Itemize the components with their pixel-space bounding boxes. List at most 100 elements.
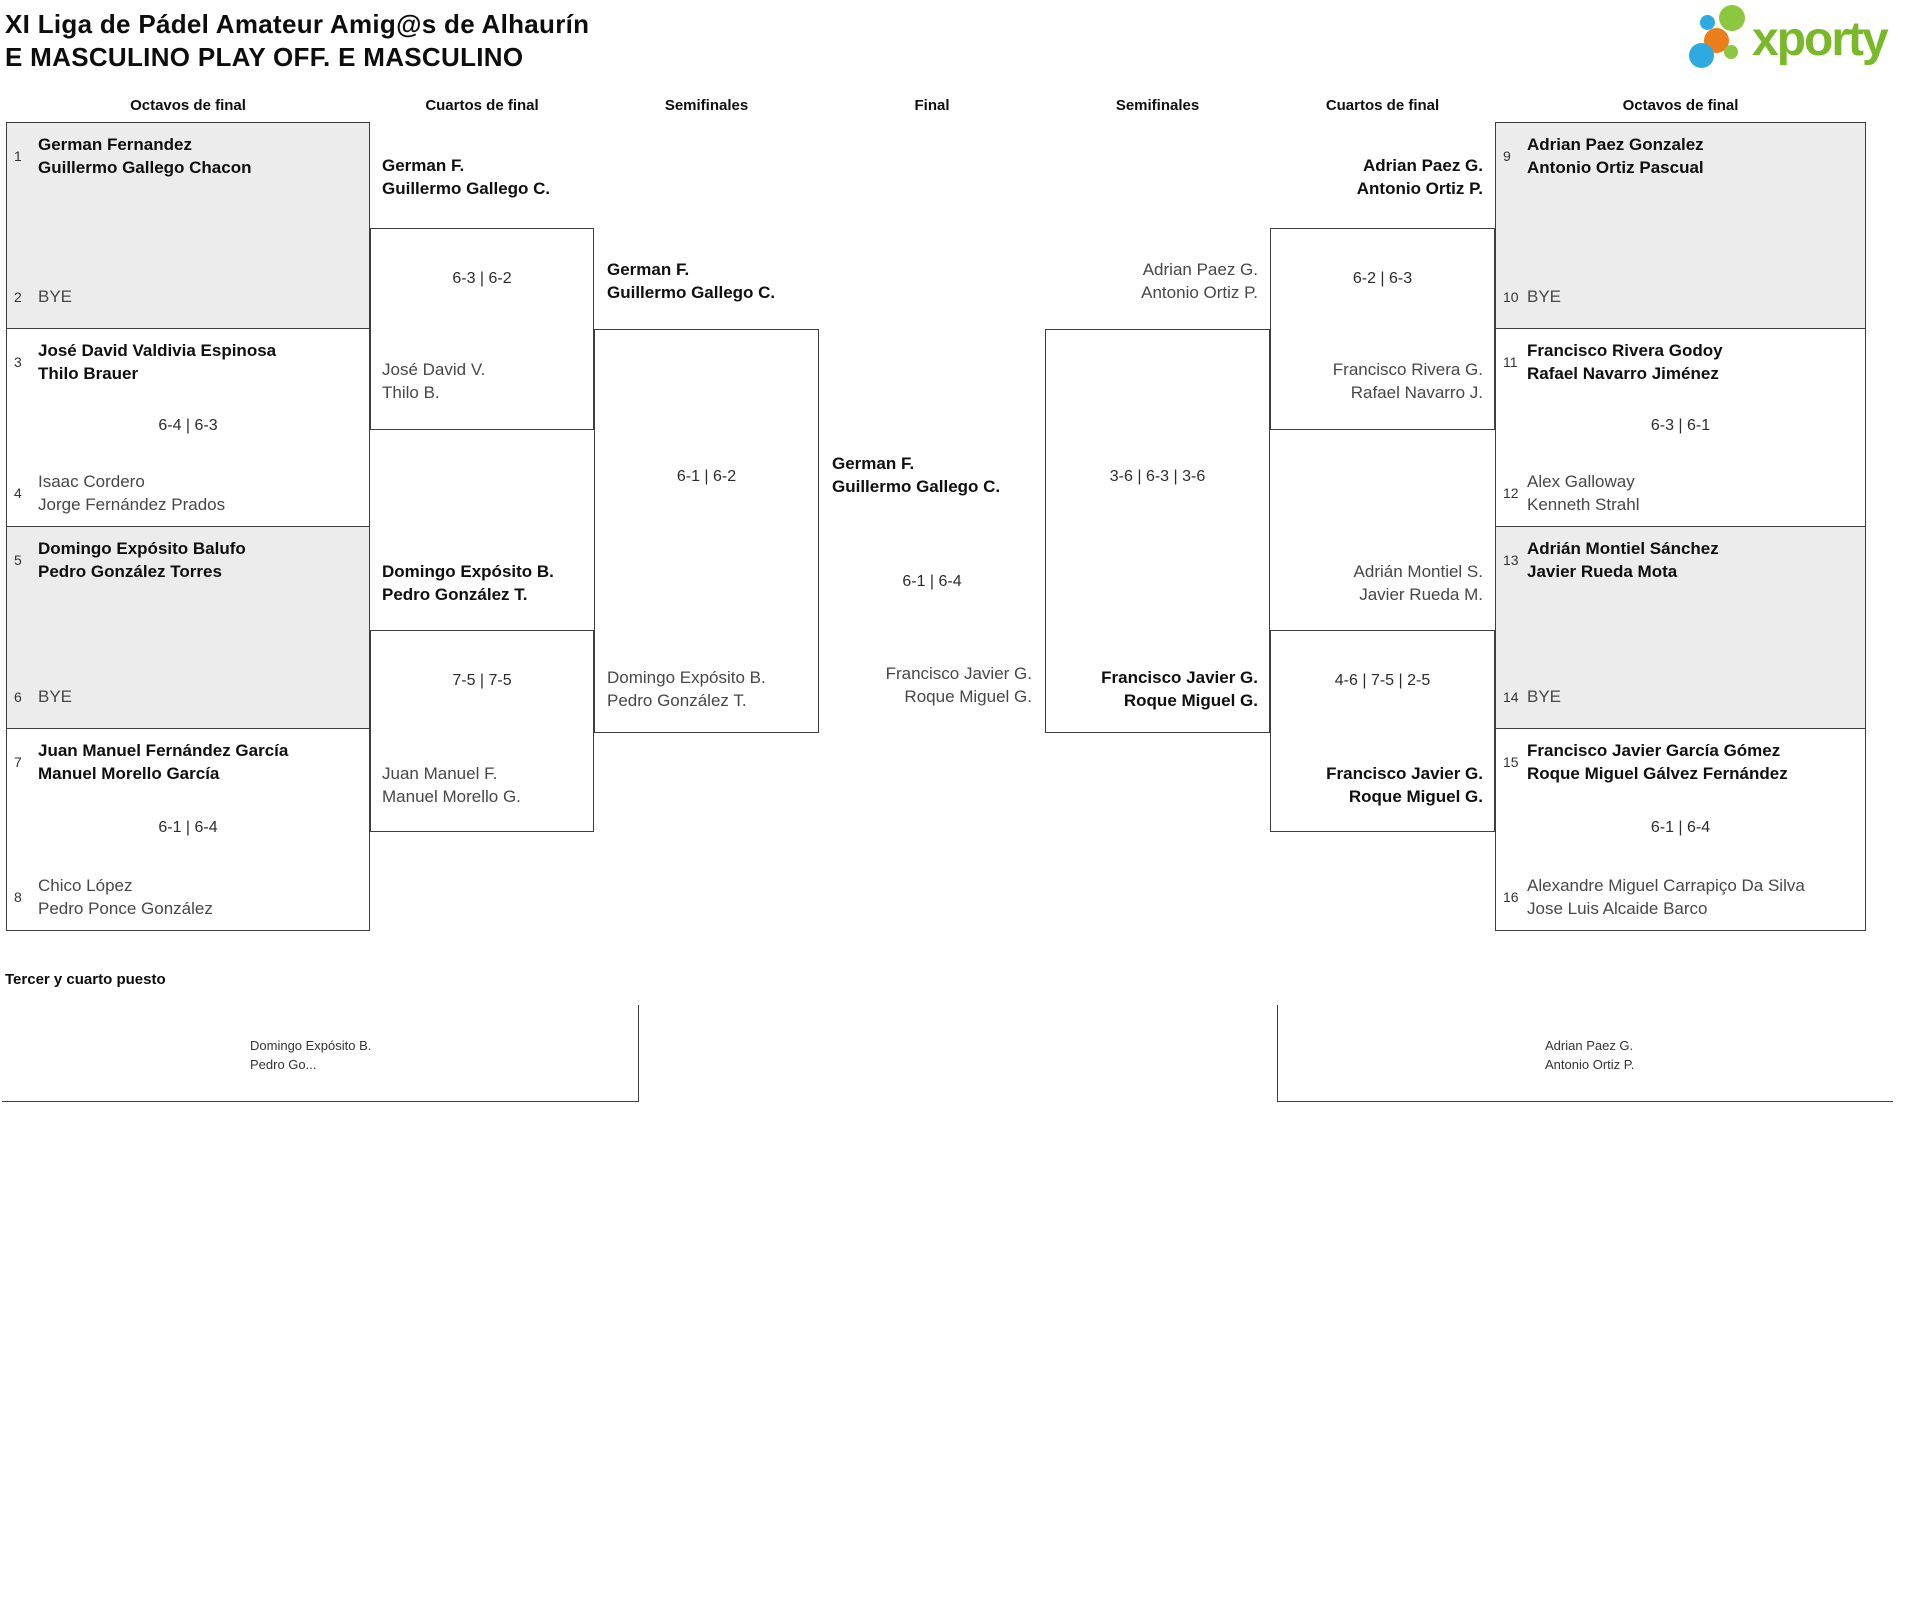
match-box-15-16[interactable]: 15 Francisco Javier García Gómez Roque M… [1495, 728, 1866, 931]
seed-number: 1 [14, 148, 22, 164]
round-header-octavos-right: Octavos de final [1622, 97, 1739, 114]
seed-number: 14 [1503, 688, 1519, 705]
final-runner-up-label: Francisco Javier G. Roque Miguel G. [885, 664, 1032, 706]
match-box-11-12[interactable]: 11 Francisco Rivera Godoy Rafael Navarro… [1495, 328, 1866, 527]
team-names: Alex Galloway Kenneth Strahl [1527, 472, 1640, 514]
team-names: BYE [38, 287, 73, 306]
seed-number: 11 [1503, 354, 1518, 370]
sf-right-winner-label: Francisco Javier G. Roque Miguel G. [1101, 668, 1258, 710]
team-entry: 7 Juan Manuel Fernández García Manuel Mo… [14, 739, 363, 785]
third-place-heading: Tercer y cuarto puesto [5, 971, 166, 988]
qf-left-bottom-connector-box[interactable] [370, 630, 594, 832]
team-names: BYE [1527, 687, 1562, 706]
team-entry: 6 BYE [14, 685, 363, 708]
team-names: Adrián Montiel Sánchez Javier Rueda Mota [1527, 539, 1719, 581]
seed-number: 10 [1503, 288, 1519, 305]
qf-right-bottom-loser-label: Adrián Montiel S. Javier Rueda M. [1353, 562, 1483, 604]
team-names: José David Valdivia Espinosa Thilo Braue… [38, 341, 277, 383]
sf-left-score: 6-1 | 6-2 [676, 468, 737, 485]
round-header-cuartos-left: Cuartos de final [425, 97, 539, 114]
third-place-connector-right[interactable] [1277, 1005, 1893, 1102]
team-entry: 13 Adrián Montiel Sánchez Javier Rueda M… [1503, 537, 1859, 583]
third-place-right-team-label: Adrian Paez G. Antonio Ortiz P. [1545, 1038, 1635, 1072]
seed-number: 7 [14, 754, 22, 770]
match-score: 6-4 | 6-3 [158, 416, 218, 434]
qf-right-top-winner-label: Adrian Paez G. Antonio Ortiz P. [1356, 156, 1483, 198]
team-entry: 2 BYE [14, 285, 363, 308]
seed-number: 15 [1503, 754, 1519, 770]
qf-left-top-score: 6-3 | 6-2 [452, 270, 512, 287]
team-names: BYE [1527, 287, 1562, 306]
qf-left-bottom-winner-label: Domingo Expósito B. Pedro González T. [382, 562, 554, 604]
tournament-name: XI Liga de Pádel Amateur Amig@s de Alhau… [5, 9, 590, 39]
qf-right-bottom-score: 4-6 | 7-5 | 2-5 [1334, 672, 1431, 689]
sf-left-connector-box[interactable] [594, 329, 819, 733]
seed-number: 8 [14, 889, 22, 905]
sf-left-winner-label: German F. Guillermo Gallego C. [607, 260, 776, 302]
team-entry: 15 Francisco Javier García Gómez Roque M… [1503, 739, 1859, 785]
xporty-logo[interactable]: xporty [1678, 2, 1916, 74]
match-box-5-6[interactable]: 5 Domingo Expósito Balufo Pedro González… [6, 526, 370, 729]
match-score: 6-1 | 6-4 [158, 818, 218, 836]
seed-number: 13 [1503, 552, 1519, 568]
page-title: XI Liga de Pádel Amateur Amig@s de Alhau… [5, 8, 589, 74]
sf-right-loser-label: Adrian Paez G. Antonio Ortiz P. [1141, 260, 1258, 302]
final-score: 6-1 | 6-4 [902, 573, 962, 590]
team-names: Domingo Expósito Balufo Pedro González T… [38, 539, 246, 581]
round-header-cuartos-right: Cuartos de final [1325, 97, 1440, 114]
qf-right-top-connector-box[interactable] [1270, 228, 1495, 430]
team-entry: 12 Alex Galloway Kenneth Strahl [1503, 470, 1859, 516]
team-entry: 3 José David Valdivia Espinosa Thilo Bra… [14, 339, 363, 385]
seed-number: 6 [14, 688, 22, 705]
seed-number: 3 [14, 354, 22, 370]
qf-right-bottom-connector-box[interactable] [1270, 630, 1495, 832]
qf-left-bottom-score: 7-5 | 7-5 [452, 672, 512, 689]
qf-left-top-loser-label: José David V. Thilo B. [382, 360, 486, 402]
round-header-semifinales-left: Semifinales [664, 97, 749, 114]
logo-dot-blue-small-icon [1700, 15, 1715, 30]
team-names: Alexandre Miguel Carrapiço Da Silva Jose… [1527, 876, 1805, 918]
sf-right-connector-box[interactable] [1045, 329, 1270, 733]
seed-number: 4 [14, 485, 22, 501]
qf-left-top-winner-label: German F. Guillermo Gallego C. [382, 156, 551, 198]
team-entry: 4 Isaac Cordero Jorge Fernández Prados [14, 470, 363, 516]
match-box-13-14[interactable]: 13 Adrián Montiel Sánchez Javier Rueda M… [1495, 526, 1866, 729]
logo-dot-green-small-icon [1724, 45, 1738, 59]
sf-left-loser-label: Domingo Expósito B. Pedro González T. [607, 668, 766, 710]
sf-right-score: 3-6 | 6-3 | 3-6 [1109, 468, 1206, 485]
match-box-3-4[interactable]: 3 José David Valdivia Espinosa Thilo Bra… [6, 328, 370, 527]
team-names: German Fernandez Guillermo Gallego Chaco… [38, 135, 252, 177]
team-names: Adrian Paez Gonzalez Antonio Ortiz Pascu… [1527, 135, 1704, 177]
third-place-left-team-label: Domingo Expósito B. Pedro Go... [250, 1038, 372, 1072]
team-entry: 8 Chico López Pedro Ponce González [14, 874, 363, 920]
logo-dot-green-large-icon [1719, 5, 1745, 31]
seed-number: 9 [1503, 148, 1511, 164]
qf-left-bottom-loser-label: Juan Manuel F. Manuel Morello G. [382, 764, 521, 806]
team-names: Isaac Cordero Jorge Fernández Prados [38, 472, 226, 514]
match-box-1-2[interactable]: 1 German Fernandez Guillermo Gallego Cha… [6, 122, 370, 329]
team-names: BYE [38, 687, 73, 706]
seed-number: 2 [14, 288, 22, 305]
team-entry: 10 BYE [1503, 285, 1859, 308]
match-score: 6-1 | 6-4 [1650, 818, 1711, 836]
team-names: Francisco Javier García Gómez Roque Migu… [1527, 741, 1788, 783]
qf-right-top-loser-label: Francisco Rivera G. Rafael Navarro J. [1332, 360, 1483, 402]
match-box-7-8[interactable]: 7 Juan Manuel Fernández García Manuel Mo… [6, 728, 370, 931]
qf-right-bottom-winner-label: Francisco Javier G. Roque Miguel G. [1326, 764, 1483, 806]
round-header-semifinales-right: Semifinales [1115, 97, 1200, 114]
match-box-9-10[interactable]: 9 Adrian Paez Gonzalez Antonio Ortiz Pas… [1495, 122, 1866, 329]
match-score: 6-3 | 6-1 [1650, 416, 1711, 434]
team-entry: 5 Domingo Expósito Balufo Pedro González… [14, 537, 363, 583]
qf-left-top-connector-box[interactable] [370, 228, 594, 430]
logo-dot-blue-large-icon [1689, 43, 1714, 68]
logo-wordmark: xporty [1752, 13, 1889, 66]
round-header-octavos-left: Octavos de final [130, 97, 246, 114]
team-entry: 11 Francisco Rivera Godoy Rafael Navarro… [1503, 339, 1859, 385]
third-place-connector-left[interactable] [2, 1005, 639, 1102]
team-entry: 14 BYE [1503, 685, 1859, 708]
final-winner-label: German F. Guillermo Gallego C. [832, 454, 1001, 496]
round-header-final: Final [914, 97, 950, 114]
seed-number: 5 [14, 552, 22, 568]
team-names: Chico López Pedro Ponce González [38, 876, 213, 918]
